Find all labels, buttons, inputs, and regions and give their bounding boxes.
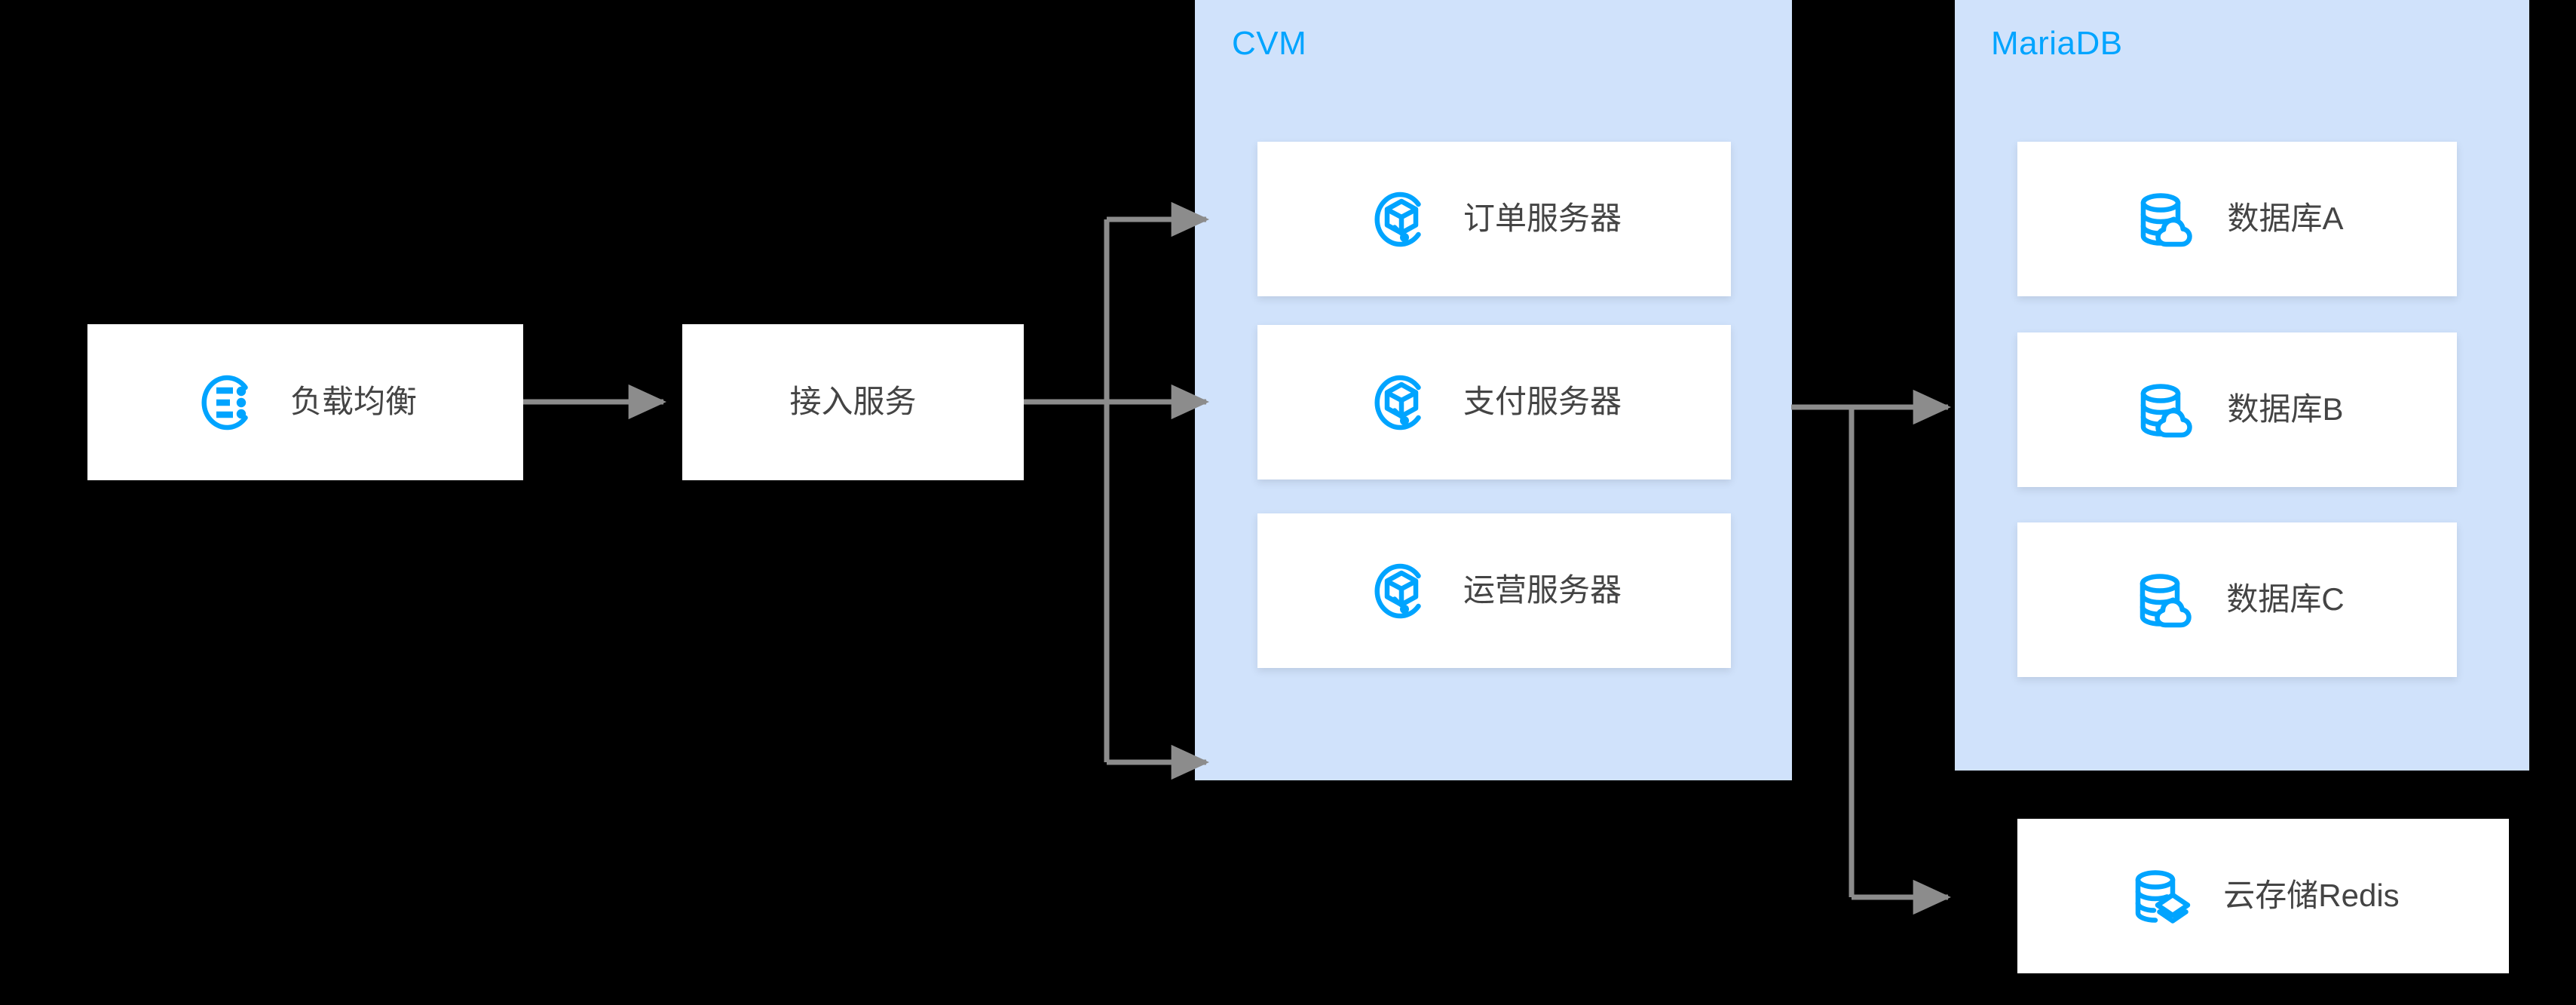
load-balancer-icon <box>194 368 263 437</box>
node-database-b-label: 数据库B <box>2227 391 2344 427</box>
cvm-server-icon <box>1367 556 1436 626</box>
node-load-balancer[interactable]: 负载均衡 <box>87 324 523 480</box>
node-ops-server-label: 运营服务器 <box>1463 572 1622 608</box>
node-access-service[interactable]: 接入服务 <box>682 324 1024 480</box>
node-database-a-label: 数据库A <box>2227 201 2344 237</box>
cloud-database-icon <box>2130 375 2200 445</box>
cvm-server-icon <box>1367 185 1436 254</box>
redis-storage-icon <box>2127 862 2196 931</box>
node-database-b[interactable]: 数据库B <box>2017 332 2457 487</box>
node-database-c-label: 数据库C <box>2226 581 2345 617</box>
cloud-database-icon <box>2130 185 2200 254</box>
zone-cvm-title: CVM <box>1232 25 1307 62</box>
node-access-service-label: 接入服务 <box>789 384 917 420</box>
node-redis-storage-label: 云存储Redis <box>2223 878 2400 914</box>
node-database-c[interactable]: 数据库C <box>2017 522 2457 677</box>
cvm-server-icon <box>1367 368 1436 437</box>
node-redis-storage[interactable]: 云存储Redis <box>2017 819 2509 973</box>
node-ops-server[interactable]: 运营服务器 <box>1257 513 1731 668</box>
zone-mariadb-title: MariaDB <box>1991 25 2123 62</box>
cloud-database-icon <box>2130 565 2199 635</box>
node-order-server-label: 订单服务器 <box>1463 201 1622 237</box>
node-payment-server-label: 支付服务器 <box>1463 384 1622 420</box>
node-database-a[interactable]: 数据库A <box>2017 142 2457 296</box>
node-load-balancer-label: 负载均衡 <box>289 384 417 420</box>
node-order-server[interactable]: 订单服务器 <box>1257 142 1731 296</box>
node-payment-server[interactable]: 支付服务器 <box>1257 325 1731 480</box>
